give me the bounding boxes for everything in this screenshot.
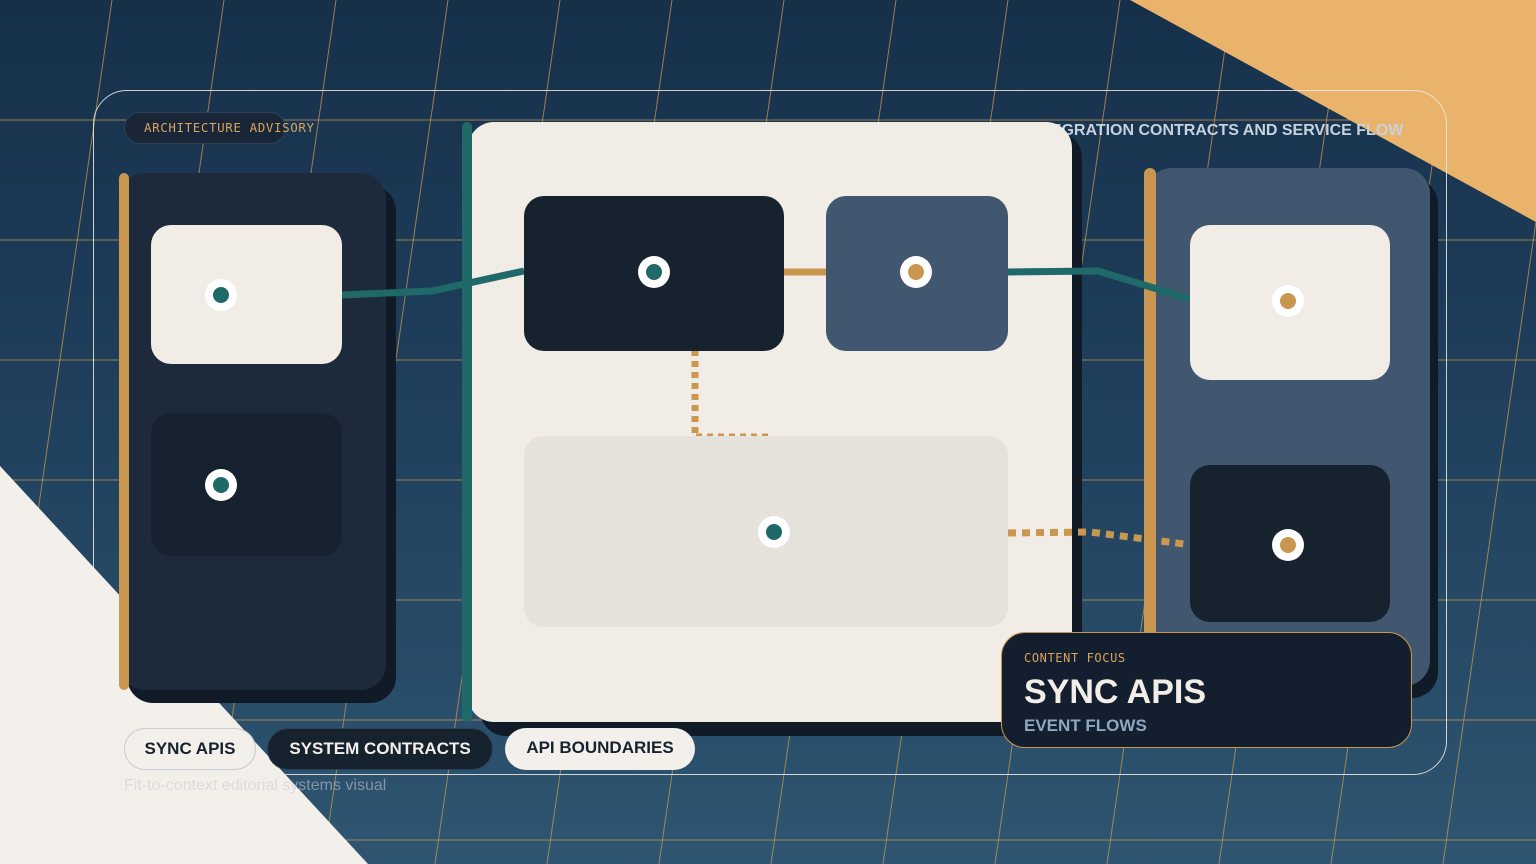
focus-subtitle: EVENT FLOWS xyxy=(1024,716,1147,735)
node-left-bottom xyxy=(205,469,237,501)
node-center-dark xyxy=(638,256,670,288)
node-left-top xyxy=(205,279,237,311)
eyebrow-badge: ARCHITECTURE ADVISORY xyxy=(124,112,314,144)
center-panel-accent-bar xyxy=(462,122,472,722)
connector-left-to-center xyxy=(341,267,525,299)
connector-center-to-right xyxy=(1007,267,1192,303)
caption: Fit-to-context editorial systems visual xyxy=(124,777,387,794)
focus-eyebrow: CONTENT FOCUS xyxy=(1024,651,1126,665)
left-card-bottom xyxy=(151,413,342,556)
node-right-top xyxy=(1272,285,1304,317)
dashed-connector-down xyxy=(691,350,768,441)
left-card-top xyxy=(151,225,342,364)
focus-title: SYNC APIS xyxy=(1024,673,1207,711)
chip-system-contracts[interactable]: SYSTEM CONTRACTS xyxy=(267,728,493,770)
corner-accent-top-right xyxy=(1130,0,1536,222)
node-center-slate xyxy=(900,256,932,288)
right-panel-accent-bar xyxy=(1144,168,1156,686)
node-right-bottom xyxy=(1272,529,1304,561)
outer-frame xyxy=(93,90,1447,775)
left-panel-accent-bar xyxy=(119,173,129,690)
dashed-connector-right xyxy=(1007,528,1185,548)
node-center-wide xyxy=(758,516,790,548)
chip-api-boundaries[interactable]: API BOUNDARIES xyxy=(505,728,695,770)
diagram-title: INTEGRATION CONTRACTS AND SERVICE FLOW xyxy=(1025,122,1404,139)
chip-sync-apis[interactable]: SYNC APIS xyxy=(124,728,256,770)
content-focus-card: CONTENT FOCUS SYNC APIS EVENT FLOWS xyxy=(1001,632,1412,748)
